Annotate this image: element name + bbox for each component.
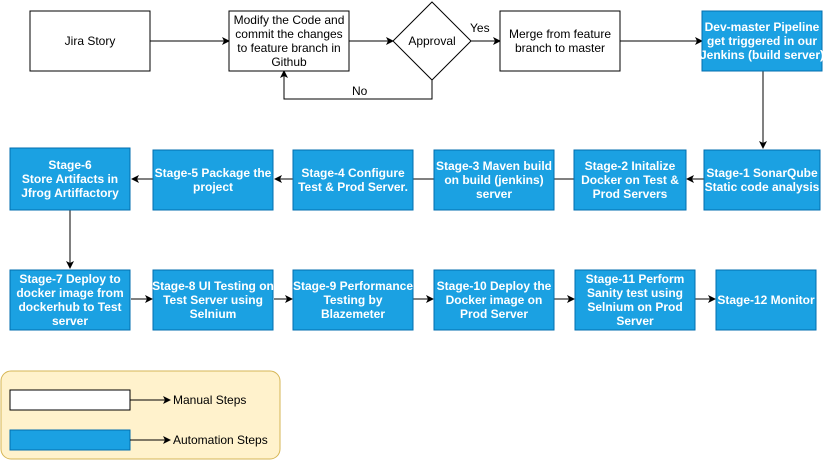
node-label-line: Stage-3 Maven build xyxy=(436,159,552,173)
node-stage-6-box xyxy=(9,147,131,211)
node-label-line: Docker on Test & xyxy=(581,173,679,187)
node-approval: Approval xyxy=(408,34,455,48)
node-label-line: Stage-1 SonarQube xyxy=(706,166,818,180)
edge-label-no: No xyxy=(352,84,368,98)
node-stage-7-box xyxy=(9,269,131,331)
node-label-line: Stage-11 Perform xyxy=(586,272,685,286)
node-stage-11-box xyxy=(574,269,696,331)
legend-manual-swatch xyxy=(9,389,131,411)
node-label-line: Stage-8 UI Testing on xyxy=(152,279,274,293)
legend-automation-swatch xyxy=(9,429,131,451)
node-stage-5-box xyxy=(152,149,274,211)
node-label-line: Stage-5 Package the xyxy=(155,166,272,180)
node-label-line: server xyxy=(476,187,512,201)
node-label-line: Stage-9 Performance xyxy=(293,279,413,293)
legend-automation-label: Automation Steps xyxy=(173,433,268,447)
node-label-line: Stage-4 Configure xyxy=(301,166,405,180)
node-label-line: Blazemeter xyxy=(321,307,385,321)
node-label-line: Store Artifacts in xyxy=(22,172,118,186)
node-approval-diamond xyxy=(392,1,472,81)
node-label-line: Github xyxy=(271,55,307,69)
node-label-line: Stage-6 xyxy=(48,158,92,172)
node-merge-box xyxy=(499,10,621,72)
node-label-line: Stage-7 Deploy to xyxy=(19,272,120,286)
node-label-line: Merge from feature xyxy=(509,27,611,41)
node-label-line: get triggered in our xyxy=(707,34,817,48)
edge-label-yes: Yes xyxy=(470,21,490,35)
node-label-line: to feature branch in xyxy=(237,41,340,55)
node-label-line: Approval xyxy=(408,34,455,48)
node-stage-3-box xyxy=(433,149,555,211)
node-stage-2-box xyxy=(573,149,687,211)
node-label-line: project xyxy=(193,180,233,194)
node-label-line: Static code analysis xyxy=(705,180,820,194)
node-stage-9-box xyxy=(292,269,414,331)
node-stage-8-box xyxy=(152,269,274,331)
node-label-line: Test Server using xyxy=(163,293,263,307)
node-label-line: Modify the Code and xyxy=(234,13,345,27)
node-label-line: Jfrog Artiffactory xyxy=(21,186,119,200)
node-stage-1-box xyxy=(703,149,821,211)
node-label-line: Stage-12 Monitor xyxy=(717,293,815,307)
node-stage-4-box xyxy=(292,149,414,211)
legend-manual-label: Manual Steps xyxy=(173,393,246,407)
edge-approval-no-to-modify xyxy=(280,70,433,100)
node-label-line: Server xyxy=(616,314,654,328)
node-label-line: docker image from xyxy=(16,286,123,300)
node-label-line: Test & Prod Server. xyxy=(298,180,408,194)
node-jira-story: Jira Story xyxy=(65,34,116,48)
node-jira-story-box xyxy=(29,10,151,72)
node-pipeline-box xyxy=(701,10,823,72)
node-label-line: on build (jenkins) xyxy=(444,173,543,187)
node-label-line: commit the changes xyxy=(235,27,342,41)
node-label-line: server xyxy=(52,314,88,328)
node-label-line: Jenkins (build server) xyxy=(700,48,824,62)
node-stage-12-box xyxy=(715,269,817,331)
node-label-line: Stage-10 Deploy the xyxy=(437,279,552,293)
node-label-line: Sanity test using xyxy=(587,286,683,300)
node-stage-12: Stage-12 Monitor xyxy=(717,293,815,307)
node-modify-code-box xyxy=(228,10,350,72)
node-label-line: Jira Story xyxy=(65,34,116,48)
node-stage-10-box xyxy=(433,269,555,331)
node-label-line: Prod Server xyxy=(460,307,528,321)
node-label-line: Dev-master Pipeline xyxy=(705,20,820,34)
node-label-line: dockerhub to Test xyxy=(18,300,121,314)
node-label-line: Selnium on Prod xyxy=(587,300,682,314)
node-label-line: branch to master xyxy=(515,41,605,55)
node-label-line: Stage-2 Initalize xyxy=(585,159,676,173)
node-label-line: Selnium xyxy=(190,307,237,321)
node-label-line: Testing by xyxy=(323,293,382,307)
node-label-line: Docker image on xyxy=(446,293,543,307)
node-label-line: Prod Servers xyxy=(593,187,668,201)
